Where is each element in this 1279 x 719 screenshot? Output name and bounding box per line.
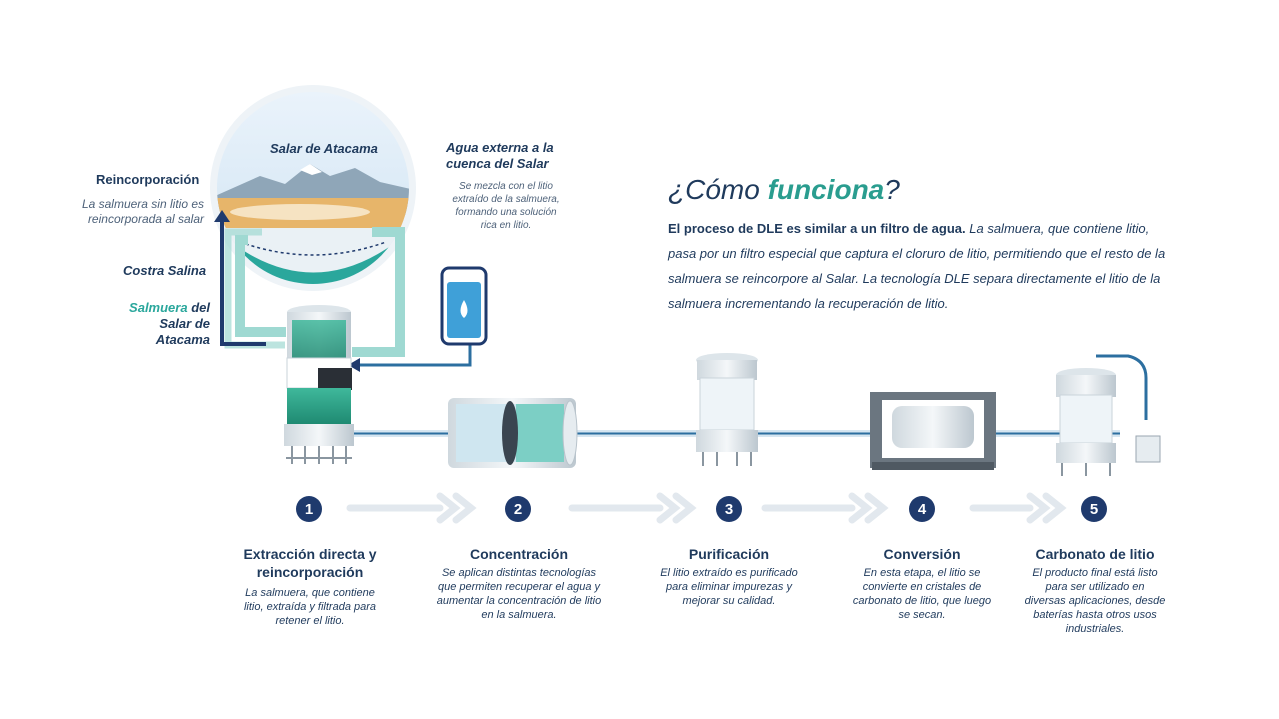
- costra-label: Costra Salina: [123, 263, 207, 278]
- step-title-1: Extracción directa y reincorporación: [243, 546, 377, 580]
- heading: ¿Cómo funciona?: [668, 174, 900, 205]
- salar-label: Salar de Atacama: [270, 141, 378, 156]
- step-badge-3: 3: [716, 496, 742, 522]
- concentration-unit: [448, 398, 578, 468]
- step-desc-5: El producto final está listo para ser ut…: [1024, 567, 1166, 635]
- step-badge-2: 2: [505, 496, 531, 522]
- agua-title: Agua externa a la cuenca del Salar: [446, 140, 554, 171]
- salmuera-label: Salmuera del Salar de Atacama: [129, 300, 210, 347]
- step-title-5: Carbonato de litio: [1035, 546, 1155, 562]
- step-desc-3: El litio extraído es purificado para eli…: [660, 567, 798, 607]
- step-badge-5: 5: [1081, 496, 1107, 522]
- step-title-2: Concentración: [469, 546, 568, 562]
- step-desc-4: En esta etapa, el litio se convierte en …: [852, 567, 992, 621]
- recirculation-loop: [214, 210, 472, 372]
- step-desc-2: Se aplican distintas tecnologías que per…: [436, 567, 602, 621]
- flow-arrows: [346, 492, 1067, 524]
- conversion-unit: [870, 392, 996, 470]
- extraction-tank: [284, 305, 354, 464]
- purification-tank: [696, 353, 758, 466]
- external-water-tank: [440, 266, 488, 346]
- reincorporacion-desc: La salmuera sin litio es reincorporada a…: [81, 197, 204, 226]
- step-title-3: Purificación: [688, 546, 770, 562]
- intro-paragraph: El proceso de DLE es similar a un filtro…: [668, 221, 1166, 311]
- step-title-4: Conversión: [883, 546, 961, 562]
- agua-desc: Se mezcla con el litio extraído de la sa…: [452, 181, 560, 231]
- step-badge-4: 4: [909, 496, 935, 522]
- reincorporacion-title: Reincorporación: [96, 172, 200, 187]
- step-desc-1: La salmuera, que contiene litio, extraíd…: [243, 587, 377, 627]
- lithium-carbonate-tank: [1056, 354, 1161, 476]
- step-badge-1: 1: [296, 496, 322, 522]
